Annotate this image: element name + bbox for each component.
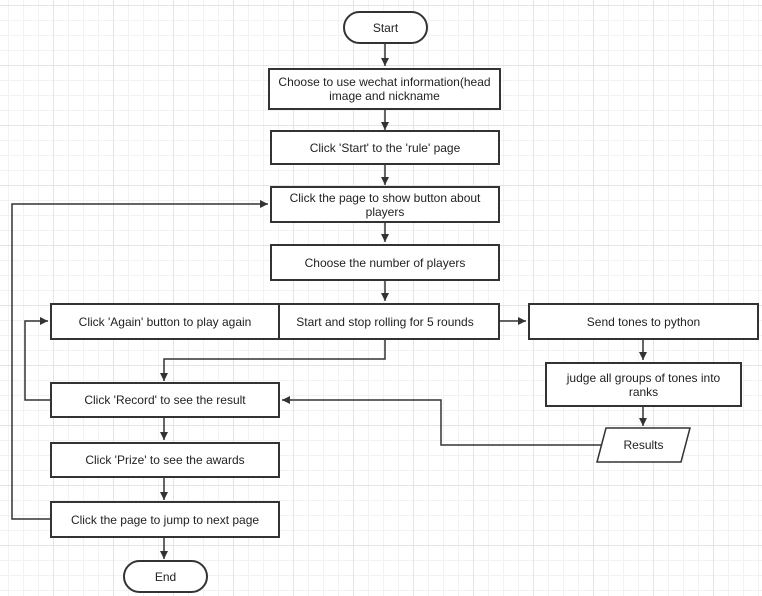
end-terminal: End [123, 560, 208, 593]
jump-next-page-step: Click the page to jump to next page [50, 501, 280, 538]
choose-player-number-step: Choose the number of players [270, 244, 500, 281]
send-tones-step: Send tones to python [528, 303, 759, 340]
results-output: Results [596, 427, 691, 463]
click-again-step: Click 'Again' button to play again [50, 303, 280, 340]
click-prize-step: Click 'Prize' to see the awards [50, 442, 280, 478]
results-parallelogram-shape [596, 427, 691, 463]
judge-tones-step: judge all groups of tones into ranks [545, 362, 742, 407]
show-player-button-step: Click the page to show button about play… [270, 186, 500, 223]
click-start-rule-step: Click 'Start' to the 'rule' page [270, 130, 500, 165]
click-record-step: Click 'Record' to see the result [50, 382, 280, 418]
edge-jump-to-showbutton [11, 200, 268, 520]
edge-results-to-record [282, 396, 604, 446]
use-wechat-info-step: Choose to use wechat information(head im… [268, 68, 501, 110]
start-terminal: Start [343, 11, 428, 44]
edge-startstop-to-record [160, 340, 386, 381]
results-label: Results [623, 438, 664, 452]
edge-record-to-again [24, 317, 50, 401]
start-stop-rolling-step: Start and stop rolling for 5 rounds [270, 303, 500, 340]
